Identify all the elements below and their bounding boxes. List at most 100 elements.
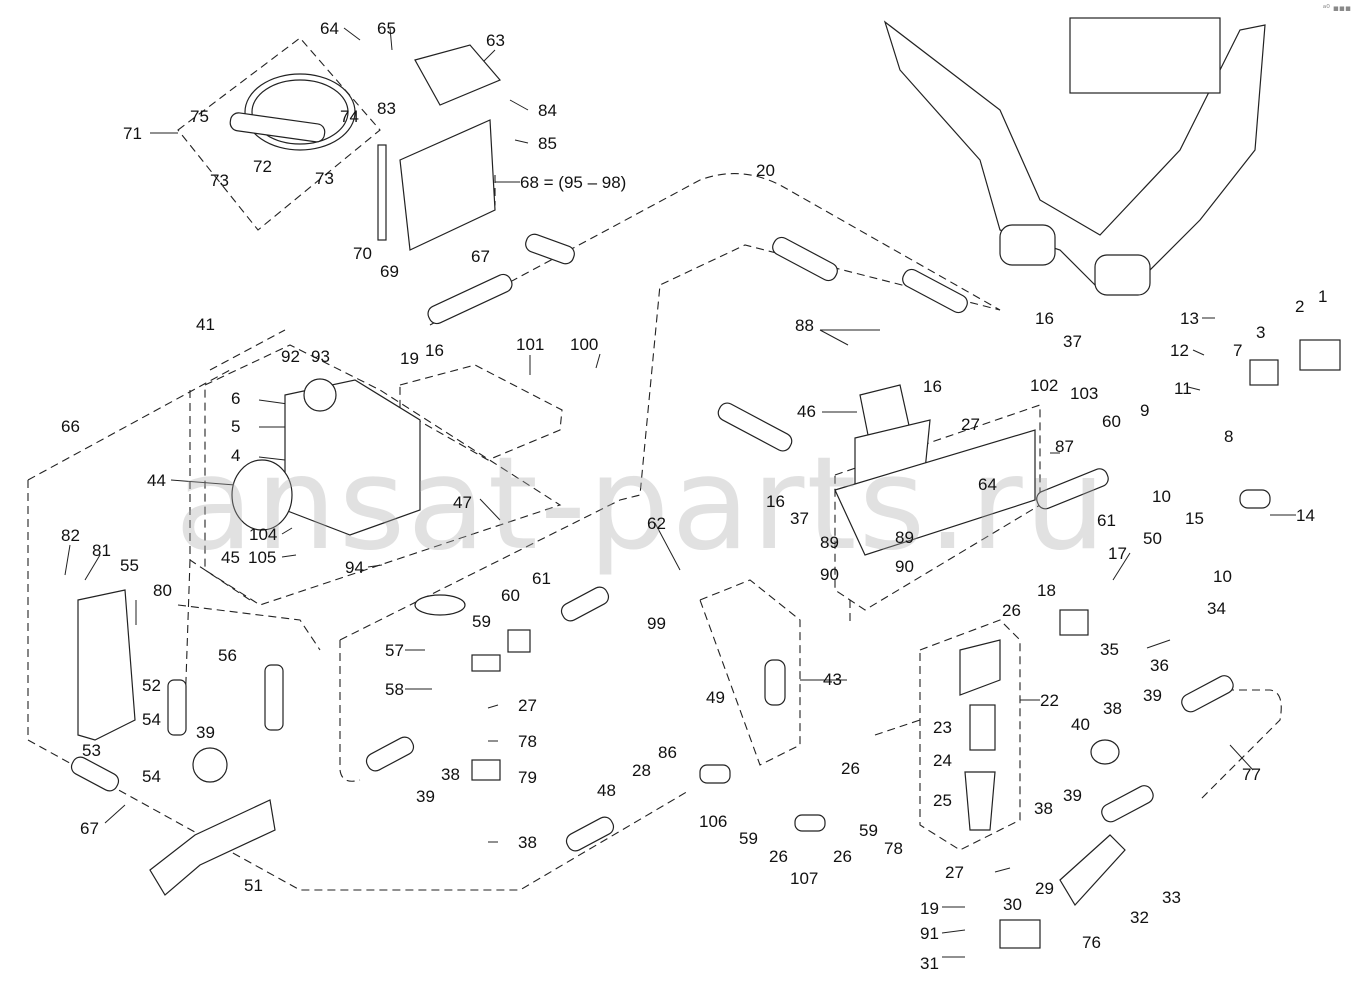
callout-1: 1 xyxy=(1318,287,1328,306)
callout-22: 22 xyxy=(1040,691,1059,710)
callout-69: 69 xyxy=(380,262,399,281)
callout-39c: 39 xyxy=(416,787,435,806)
callout-90a: 90 xyxy=(820,565,839,584)
callout-20: 20 xyxy=(756,161,775,180)
callout-3: 3 xyxy=(1256,323,1266,342)
callout-59c: 59 xyxy=(859,821,878,840)
callout-12: 12 xyxy=(1170,341,1189,360)
callout-15: 15 xyxy=(1185,509,1204,528)
callout-51: 51 xyxy=(244,876,263,895)
callout-32: 32 xyxy=(1130,908,1149,927)
callout-64b: 64 xyxy=(978,475,997,494)
callout-25: 25 xyxy=(933,791,952,810)
callout-2: 2 xyxy=(1295,297,1305,316)
callout-100: 100 xyxy=(570,335,599,354)
callout-16a: 16 xyxy=(425,341,444,360)
callout-94: 94 xyxy=(345,558,364,577)
callout-105: 105 xyxy=(248,548,277,567)
callout-78b: 78 xyxy=(884,839,903,858)
callout-27a: 27 xyxy=(961,415,980,434)
callout-60a: 60 xyxy=(1102,412,1121,431)
callout-67b: 67 xyxy=(80,819,99,838)
callout-10b: 10 xyxy=(1213,567,1232,586)
callout-38c: 38 xyxy=(518,833,537,852)
callout-39b: 39 xyxy=(196,723,215,742)
callout-86: 86 xyxy=(658,743,677,762)
callout-39a: 39 xyxy=(1143,686,1162,705)
callout-27c: 27 xyxy=(945,863,964,882)
callout-10a: 10 xyxy=(1152,487,1171,506)
callout-7: 7 xyxy=(1233,341,1243,360)
callout-26c: 26 xyxy=(769,847,788,866)
callout-9: 9 xyxy=(1140,401,1150,420)
callout-80: 80 xyxy=(153,581,172,600)
callout-71: 71 xyxy=(123,124,142,143)
callout-11: 11 xyxy=(1174,379,1192,398)
callout-84: 84 xyxy=(538,101,557,120)
callout-53: 53 xyxy=(82,741,101,760)
callout-59b: 59 xyxy=(739,829,758,848)
callout-35: 35 xyxy=(1100,640,1119,659)
callout-26b: 26 xyxy=(841,759,860,778)
callout-58: 58 xyxy=(385,680,404,699)
callout-67a: 67 xyxy=(471,247,490,266)
callout-66: 66 xyxy=(61,417,80,436)
callout-24: 24 xyxy=(933,751,952,770)
callout-16b: 16 xyxy=(1035,309,1054,328)
callout-103: 103 xyxy=(1070,384,1099,403)
callout-92: 92 xyxy=(281,347,300,366)
callout-99: 99 xyxy=(647,614,666,633)
callout-40: 40 xyxy=(1071,715,1090,734)
callout-60b: 60 xyxy=(501,586,520,605)
callout-68: 68 = (95 – 98) xyxy=(520,173,627,192)
callout-107: 107 xyxy=(790,869,819,888)
callout-73b: 73 xyxy=(315,169,334,188)
callout-19a: 19 xyxy=(400,349,419,368)
callout-43: 43 xyxy=(823,670,842,689)
callout-37b: 37 xyxy=(790,509,809,528)
callout-16d: 16 xyxy=(766,492,785,511)
callout-63: 63 xyxy=(486,31,505,50)
callout-14: 14 xyxy=(1296,506,1315,525)
callout-54b: 54 xyxy=(142,767,161,786)
callout-18: 18 xyxy=(1037,581,1056,600)
callout-50: 50 xyxy=(1143,529,1162,548)
callout-74: 74 xyxy=(340,107,359,126)
callout-88: 88 xyxy=(795,316,814,335)
callout-54a: 54 xyxy=(142,710,161,729)
callout-78a: 78 xyxy=(518,732,537,751)
callout-19b: 19 xyxy=(920,899,939,918)
callout-49: 49 xyxy=(706,688,725,707)
callout-6: 6 xyxy=(231,389,241,408)
callout-31: 31 xyxy=(920,954,939,973)
callout-87: 87 xyxy=(1055,437,1074,456)
callout-106: 106 xyxy=(699,812,728,831)
callout-13: 13 xyxy=(1180,309,1199,328)
callout-61a: 61 xyxy=(1097,511,1116,530)
callout-64a: 64 xyxy=(320,19,339,38)
callout-17: 17 xyxy=(1108,544,1127,563)
callout-75: 75 xyxy=(190,107,209,126)
callout-83: 83 xyxy=(377,99,396,118)
callout-16c: 16 xyxy=(923,377,942,396)
callout-52: 52 xyxy=(142,676,161,695)
callout-37a: 37 xyxy=(1063,332,1082,351)
callout-8: 8 xyxy=(1224,427,1234,446)
callout-27b: 27 xyxy=(518,696,537,715)
callout-82: 82 xyxy=(61,526,80,545)
callout-72: 72 xyxy=(253,157,272,176)
corner-mark: ᵃ⁰ ▪▪▪ xyxy=(1322,4,1351,14)
callout-90b: 90 xyxy=(895,557,914,576)
callout-38d: 38 xyxy=(1034,799,1053,818)
callout-89a: 89 xyxy=(820,533,839,552)
callout-65: 65 xyxy=(377,19,396,38)
callout-61b: 61 xyxy=(532,569,551,588)
callout-56: 56 xyxy=(218,646,237,665)
callout-55: 55 xyxy=(120,556,139,575)
callout-93: 93 xyxy=(311,347,330,366)
callout-48: 48 xyxy=(597,781,616,800)
callout-73a: 73 xyxy=(210,171,229,190)
callout-81: 81 xyxy=(92,541,111,560)
part-shapes xyxy=(70,17,1341,949)
callout-76: 76 xyxy=(1082,933,1101,952)
